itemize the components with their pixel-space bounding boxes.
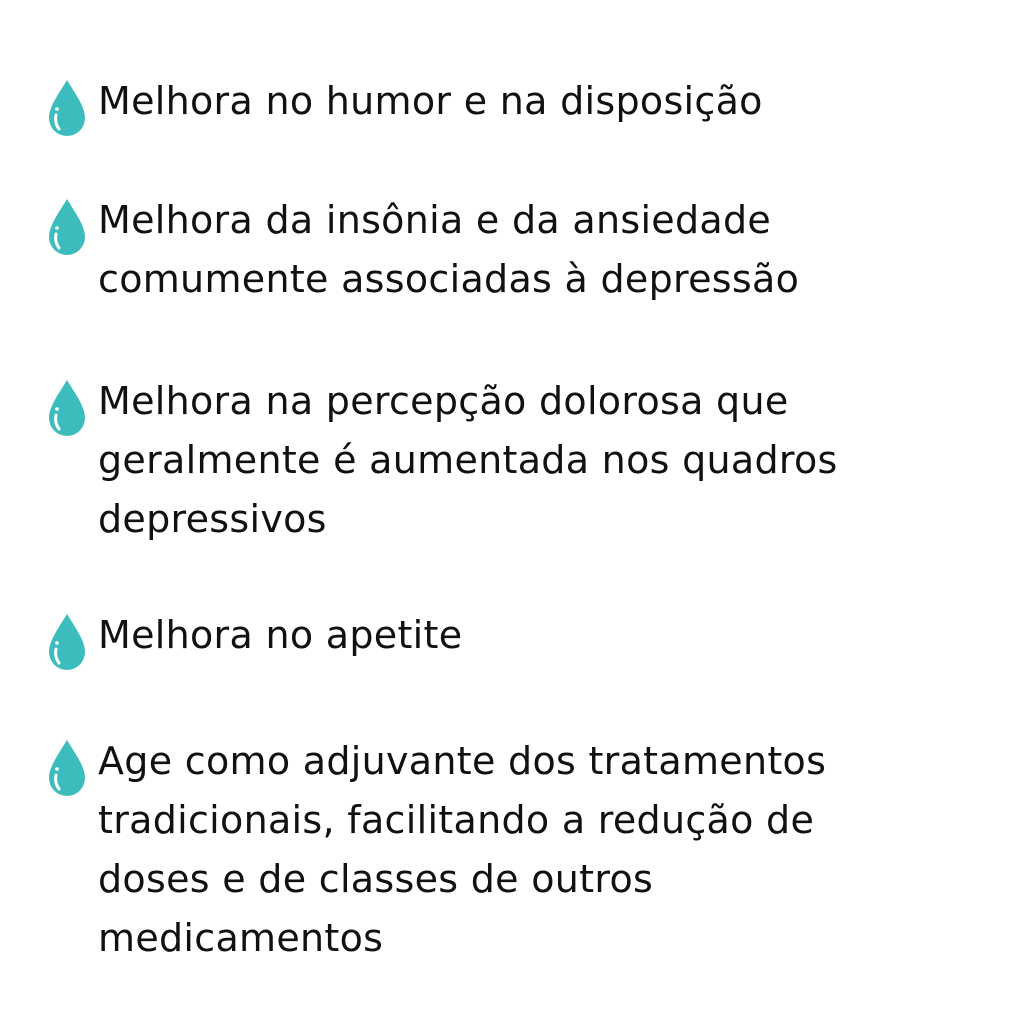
benefit-line: doses e de classes de outros bbox=[98, 857, 654, 901]
benefit-line: Melhora na percepção dolorosa que bbox=[98, 379, 789, 423]
water-drop-icon bbox=[49, 740, 85, 796]
benefit-line: medicamentos bbox=[98, 916, 384, 960]
water-drop-icon bbox=[49, 614, 85, 670]
benefit-text: Melhora no apetite bbox=[98, 606, 958, 665]
water-drop-icon bbox=[49, 380, 85, 436]
benefit-line: geralmente é aumentada nos quadros bbox=[98, 438, 838, 482]
benefit-text: Melhora na percepção dolorosa que geralm… bbox=[98, 372, 958, 549]
benefit-text: Melhora da insônia e da ansiedade comume… bbox=[98, 191, 958, 309]
benefit-line: Age como adjuvante dos tratamentos bbox=[98, 739, 827, 783]
benefit-line: Melhora no apetite bbox=[98, 613, 463, 657]
water-drop-icon bbox=[49, 80, 85, 136]
water-drop-icon bbox=[49, 199, 85, 255]
benefit-line: Melhora no humor e na disposição bbox=[98, 79, 763, 123]
benefit-text: Melhora no humor e na disposição bbox=[98, 72, 958, 131]
benefit-text: Age como adjuvante dos tratamentos tradi… bbox=[98, 732, 958, 968]
benefit-line: depressivos bbox=[98, 497, 327, 541]
benefit-line: Melhora da insônia e da ansiedade bbox=[98, 198, 772, 242]
benefit-line: comumente associadas à depressão bbox=[98, 257, 800, 301]
benefit-line: tradicionais, facilitando a redução de bbox=[98, 798, 815, 842]
